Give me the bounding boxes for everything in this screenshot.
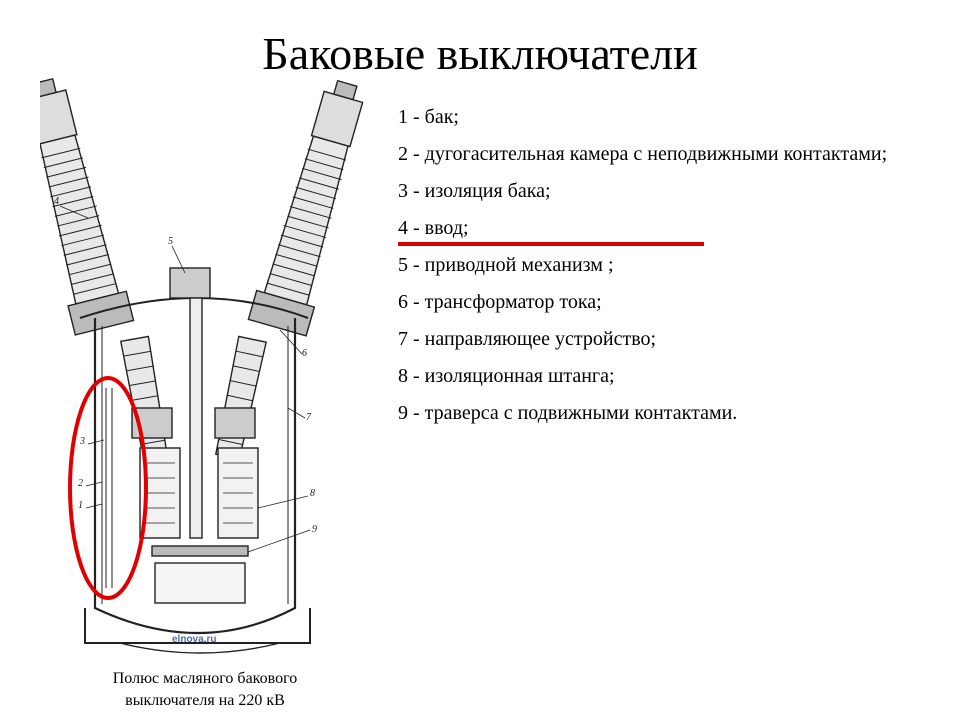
legend-list: 1 - бак; 2 - дугогасительная камера с не… (398, 104, 938, 437)
legend-item-5: 5 - приводной механизм ; (398, 254, 614, 276)
legend-item-2: 2 - дугогасительная камера с неподвижным… (398, 143, 888, 165)
left-bushing (26, 77, 135, 336)
legend-item-1: 1 - бак; (398, 106, 459, 128)
breaker-drawing-svg (26, 77, 364, 654)
legend-item-8: 8 - изоляционная штанга; (398, 365, 615, 387)
highlight-ellipse (68, 376, 148, 600)
legend-item-6: 6 - трансформатор тока; (398, 291, 602, 313)
slide-title: Баковые выключатели (262, 28, 698, 79)
right-ct (214, 407, 256, 439)
legend-item-7: 7 - направляющее устройство; (398, 328, 657, 350)
legend-item-3: 3 - изоляция бака; (398, 180, 551, 202)
watermark-text: elnova.ru (172, 634, 217, 645)
caption-line-2: выключателя на 220 кВ (125, 692, 285, 709)
label-8: 8 (310, 488, 315, 499)
label-3: 3 (80, 436, 85, 447)
right-bushing (247, 79, 364, 337)
right-inner-bushing (214, 335, 268, 461)
label-1: 1 (78, 500, 83, 511)
legend-item-9: 9 - траверса с подвижными контактами. (398, 402, 738, 424)
label-9: 9 (312, 524, 317, 535)
tank-body (93, 318, 297, 634)
highlight-underline (398, 242, 704, 246)
caption-line-1: Полюс масляного бакового (112, 670, 298, 687)
label-5: 5 (168, 236, 173, 247)
label-6: 6 (302, 348, 307, 359)
label-4: 4 (54, 196, 59, 207)
label-2: 2 (78, 478, 83, 489)
legend-item-4: 4 - ввод; (398, 217, 469, 239)
label-7: 7 (306, 412, 311, 423)
traverse (151, 545, 249, 557)
figure-caption: Полюс масляного бакового выключателя на … (60, 668, 350, 712)
breaker-drawing: 4 5 6 7 8 9 3 2 1 (26, 68, 380, 668)
